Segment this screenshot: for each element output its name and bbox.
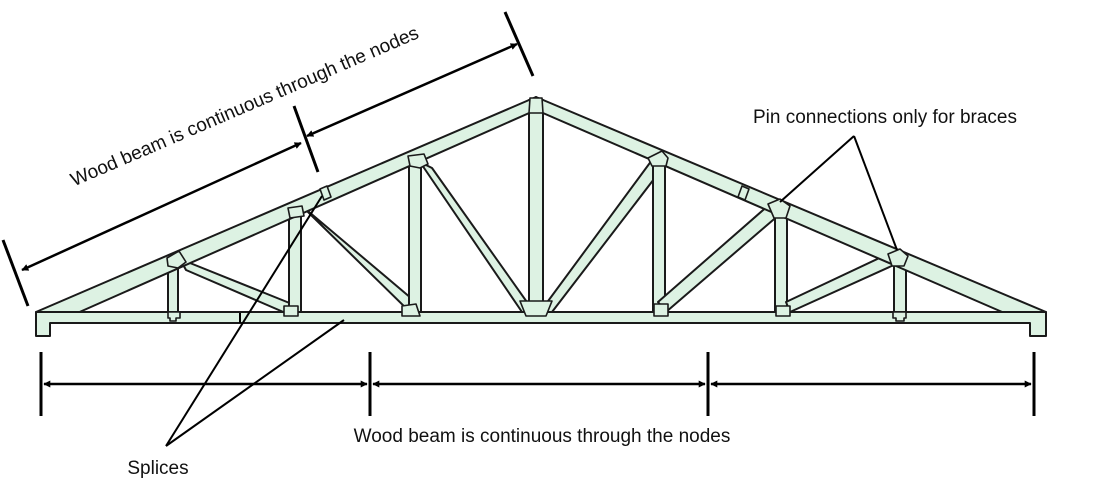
diagonal-web-4: [539, 159, 665, 313]
node-apex: [528, 97, 544, 114]
diagonal-web-6: [785, 252, 897, 313]
node-top-4: [647, 150, 669, 167]
node-bottom-4: [653, 303, 669, 317]
node-top-5: [767, 198, 791, 219]
node-bottom-6: [892, 311, 907, 322]
node-bottom-1: [167, 311, 181, 322]
pin-connections-label: Pin connections only for braces: [753, 107, 1017, 128]
top-tick-right: [503, 11, 535, 77]
splice-marks: [239, 185, 750, 323]
top-chord-right: [535, 96, 1047, 319]
top-chord-span-label: Wood beam is continuous through the node…: [68, 23, 422, 191]
vertical-web-2: [288, 207, 302, 315]
pin-leader-1: [779, 135, 855, 203]
diagonal-web-5: [657, 203, 781, 313]
vertical-web-5: [774, 207, 788, 315]
node-bottom-center: [519, 300, 553, 317]
vertical-web-6: [893, 262, 907, 315]
top-dimension: Wood beam is continuous through the node…: [1, 11, 535, 307]
vertical-web-4: [652, 161, 666, 315]
node-top-3: [407, 153, 429, 169]
node-bottom-3: [401, 303, 421, 317]
splices-callout: Splices: [127, 195, 345, 479]
node-bottom-2: [283, 305, 299, 317]
diagonal-web-3: [419, 161, 535, 313]
bottom-dimension: Wood beam is continuous through the node…: [39, 352, 1036, 447]
vertical-web-center: [528, 99, 544, 309]
diagonal-web-2: [301, 205, 419, 315]
top-tick-left: [1, 239, 30, 307]
node-top-2: [287, 205, 305, 219]
splice-top-chord-right: [737, 185, 750, 201]
bottom-chord-span-label: Wood beam is continuous through the node…: [354, 426, 731, 447]
node-top-6: [887, 248, 909, 267]
splice-leader-1: [165, 195, 323, 447]
splices-label: Splices: [127, 458, 188, 479]
diagonal-web-1: [179, 258, 293, 315]
top-tick-middle: [292, 105, 320, 173]
pin-connections-callout: Pin connections only for braces: [753, 107, 1017, 251]
splice-leader-2: [165, 319, 345, 447]
vertical-web-3: [408, 161, 422, 315]
bottom-chord: [35, 311, 1047, 337]
top-arrow-left: [21, 141, 302, 272]
pin-leader-2: [853, 135, 898, 251]
node-bottom-5: [775, 305, 791, 317]
top-arrow-right: [306, 42, 518, 138]
